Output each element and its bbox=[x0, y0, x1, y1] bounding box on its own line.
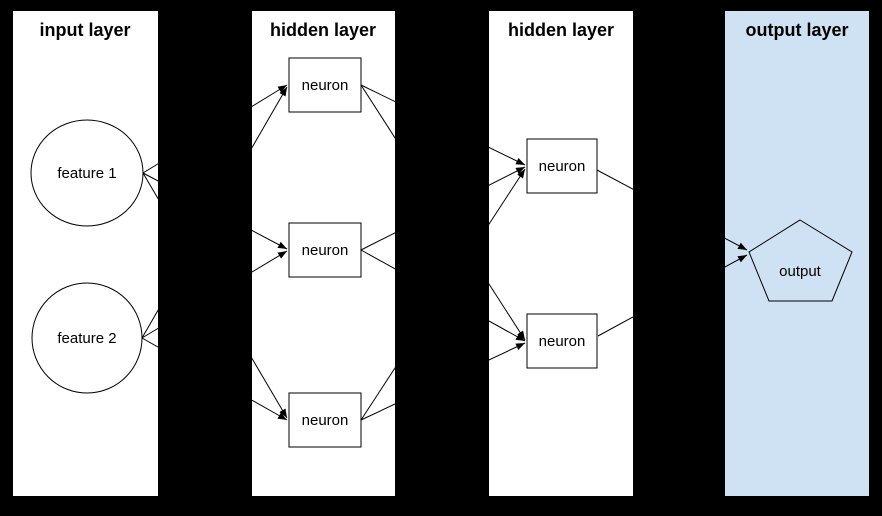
h2-neuron-1-label: neuron bbox=[539, 158, 586, 175]
output-pentagon bbox=[748, 219, 853, 302]
h2-neuron-1-box bbox=[526, 138, 598, 194]
input-layer-title: input layer bbox=[39, 20, 130, 40]
node-output: output bbox=[748, 219, 853, 302]
node-h2-neuron-2: neuron bbox=[526, 313, 598, 369]
hidden-layer-1-title: hidden layer bbox=[270, 20, 376, 40]
feature-2-circle bbox=[31, 282, 143, 394]
feature-2-label: feature 2 bbox=[57, 330, 116, 347]
h1-neuron-2-label: neuron bbox=[302, 242, 349, 259]
h1-neuron-3-label: neuron bbox=[302, 412, 349, 429]
h2-neuron-2-box bbox=[526, 313, 598, 369]
panel-input-layer bbox=[13, 11, 158, 496]
h1-neuron-1-label: neuron bbox=[302, 77, 349, 94]
h1-neuron-2-box bbox=[288, 222, 362, 278]
node-feature-1: feature 1 bbox=[30, 119, 144, 227]
h1-neuron-3-box bbox=[288, 392, 362, 448]
h2-neuron-2-label: neuron bbox=[539, 333, 586, 350]
node-feature-2: feature 2 bbox=[31, 282, 143, 394]
node-h1-neuron-1: neuron bbox=[288, 57, 362, 113]
node-h2-neuron-1: neuron bbox=[526, 138, 598, 194]
node-h1-neuron-2: neuron bbox=[288, 222, 362, 278]
panel-output-layer bbox=[725, 11, 869, 496]
output-label: output bbox=[779, 263, 822, 280]
panel-hidden-layer-2 bbox=[489, 11, 633, 496]
feature-1-label: feature 1 bbox=[57, 165, 116, 182]
feature-1-circle bbox=[30, 119, 144, 227]
hidden-layer-2-title: hidden layer bbox=[508, 20, 614, 40]
node-h1-neuron-3: neuron bbox=[288, 392, 362, 448]
output-layer-title: output layer bbox=[745, 20, 848, 40]
h1-neuron-1-box bbox=[288, 57, 362, 113]
